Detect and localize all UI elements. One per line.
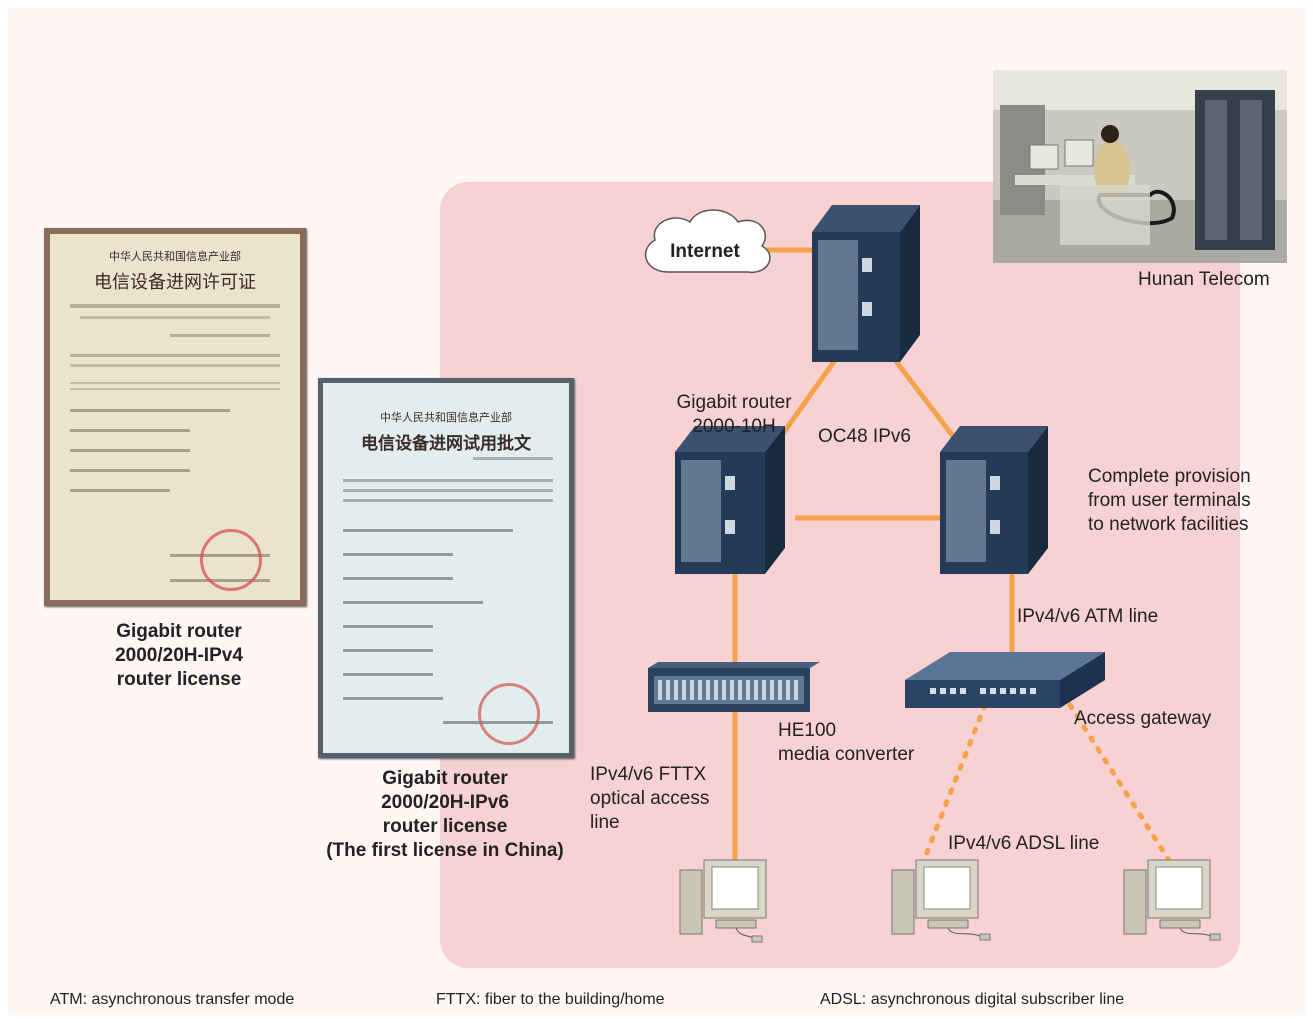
cert-ipv4-caption: Gigabit router 2000/20H-IPv4 router lice… [115, 621, 243, 690]
hunan-telecom-photo [993, 70, 1287, 263]
complete-provision-label: Complete provision from user terminals t… [1088, 466, 1251, 535]
pc-adsl-left-icon [891, 859, 991, 941]
access-gateway-label: Access gateway [1074, 708, 1212, 729]
fttx-line-label: IPv4/v6 FTTX optical access line [590, 764, 710, 833]
cert-ipv6-header: 中华人民共和国信息产业部 [380, 411, 512, 424]
internet-cloud-icon [644, 209, 771, 273]
oc48-label: OC48 IPv6 [818, 426, 911, 447]
internet-label: Internet [670, 241, 740, 262]
cert-ipv4-seal [200, 529, 262, 591]
core-router-icon [812, 205, 920, 362]
media-converter-icon [648, 662, 820, 712]
cert-ipv6-caption: Gigabit router 2000/20H-IPv6 router lice… [326, 768, 564, 861]
right-router-icon [940, 426, 1048, 574]
atm-line-label: IPv4/v6 ATM line [1017, 606, 1159, 627]
access-gateway-icon [905, 652, 1105, 708]
link-gateway-pc-right [1067, 702, 1175, 868]
pc-fttx-icon [679, 859, 767, 943]
certificate-ipv6: 中华人民共和国信息产业部 电信设备进网试用批文 [318, 378, 574, 758]
cert-ipv4-header: 中华人民共和国信息产业部 [109, 250, 241, 263]
cert-ipv6-seal [478, 683, 540, 745]
gigabit-router-label: Gigabit router 2000-10H [676, 392, 792, 437]
footnote-adsl: ADSL: asynchronous digital subscriber li… [820, 991, 1125, 1008]
certificate-ipv4: 中华人民共和国信息产业部 电信设备进网许可证 [44, 228, 306, 606]
link-gateway-pc-left [919, 702, 988, 868]
cert-ipv4-title: 电信设备进网许可证 [94, 272, 256, 293]
cert-ipv6-title: 电信设备进网试用批文 [361, 434, 531, 454]
he100-label: HE100 media converter [778, 720, 915, 765]
pc-adsl-right-icon [1123, 859, 1221, 941]
left-router-icon [675, 426, 785, 574]
footnote-fttx: FTTX: fiber to the building/home [436, 991, 665, 1008]
adsl-line-label: IPv4/v6 ADSL line [948, 833, 1100, 854]
hunan-telecom-label: Hunan Telecom [1138, 269, 1270, 290]
footnote-atm: ATM: asynchronous transfer mode [50, 991, 295, 1008]
